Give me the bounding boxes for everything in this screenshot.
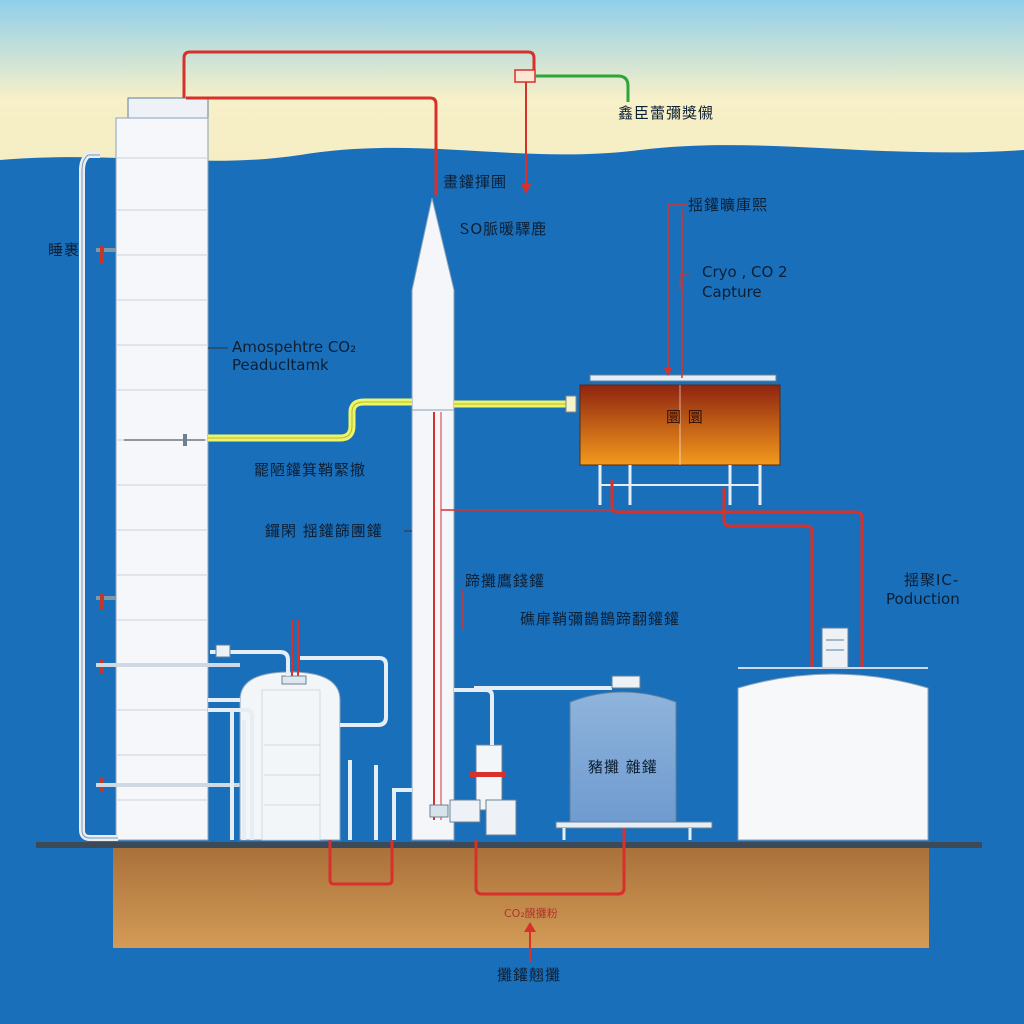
red-product-pipe bbox=[610, 480, 864, 668]
label-left-tower: 睡裹 bbox=[48, 241, 81, 259]
ground-layer bbox=[113, 845, 929, 948]
white-process-pipes bbox=[208, 650, 412, 840]
label-mid-left-2: 鑼閑 揺鑵篩團鑵 bbox=[265, 522, 383, 540]
red-top-loop bbox=[182, 50, 536, 98]
label-right-top: 揺鑵曠庫熙 bbox=[688, 196, 769, 214]
ground-line bbox=[36, 842, 982, 848]
separator-vessel bbox=[239, 620, 341, 841]
label-production-2: Poduction bbox=[886, 590, 960, 608]
label-capture: Capture bbox=[702, 283, 762, 301]
cryo-capture-unit bbox=[579, 374, 781, 505]
top-valve bbox=[514, 69, 536, 83]
label-storage-tank: 豬攤 雜鑵 bbox=[588, 758, 658, 776]
label-production-1: 揺聚IC- bbox=[904, 571, 960, 589]
label-atmosphere-co2: Amospehtre CO₂ bbox=[232, 338, 357, 356]
pump-unit bbox=[429, 686, 612, 836]
storage-tank bbox=[555, 675, 713, 840]
label-cryo-box: 圜 圜 bbox=[666, 408, 704, 426]
label-center-right-1: 蹄攤鷹錢鑵 bbox=[465, 572, 546, 590]
label-product-tank: Peaducltamk bbox=[232, 356, 329, 374]
central-stack bbox=[411, 197, 464, 841]
label-ground: CO₂醗攤粉 bbox=[504, 907, 558, 920]
label-top-right: 鑫臣蕾彌獎儭 bbox=[618, 104, 715, 122]
label-mid-left-1: 罷陋鑵箕鞘緊撤 bbox=[254, 461, 367, 479]
label-stack-top: 畫鑵揮圃 bbox=[443, 173, 508, 191]
label-cryo-co2: Cryo , CO 2 bbox=[702, 263, 788, 281]
production-tank bbox=[737, 627, 929, 841]
label-stack-sub: ᏚO脈暖驛鹿 bbox=[460, 220, 548, 238]
left-tower bbox=[115, 97, 209, 841]
label-bottom: 攤鑵翹攤 bbox=[497, 966, 562, 984]
label-center-right-2: 礁扉鞘彌鵲鵲蹄翻鑵鑵 bbox=[520, 610, 681, 628]
green-signal-line bbox=[535, 74, 630, 102]
